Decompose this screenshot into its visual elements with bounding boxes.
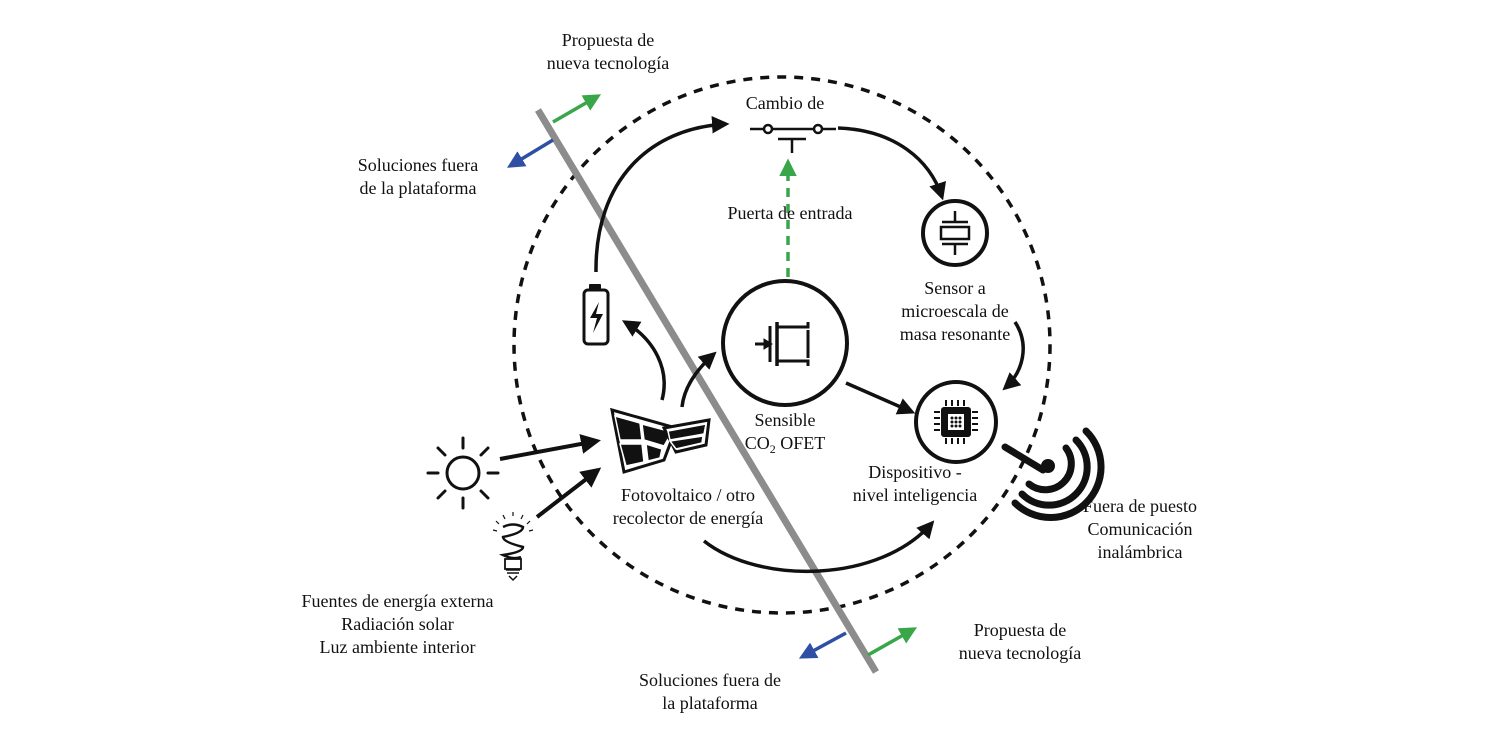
pv-to-battery-arrow — [621, 320, 666, 401]
bottom-off-platform-line-1: Soluciones fuera de — [639, 670, 781, 690]
sensor-to-device-arrow — [1002, 321, 1025, 391]
sun-icon — [426, 436, 500, 510]
bottom-proposal-label: Propuesta de nueva tecnología — [925, 619, 1115, 665]
sensor-label: Sensor a microescala de masa resonante — [865, 277, 1045, 346]
sensor-line-2: microescala de — [901, 301, 1009, 321]
bulb-icon — [492, 512, 534, 582]
sensor-line-3: masa resonante — [899, 324, 1011, 344]
gate-label-text: Puerta de entrada — [727, 203, 853, 223]
device-label: Dispositivo - nivel inteligencia — [815, 461, 1015, 507]
pv-to-ofet-arrow — [680, 351, 717, 408]
wireless-line-1: Fuera de puesto — [1083, 496, 1197, 516]
top-off-platform-line-2: de la plataforma — [359, 178, 477, 198]
top-proposal-arrow — [552, 94, 602, 124]
wireless-line-3: inalámbrica — [1097, 542, 1183, 562]
switch-label-text: Cambio de — [745, 93, 825, 113]
ofet-to-device-arrow — [845, 381, 916, 415]
pv-to-device-arrow — [702, 520, 935, 574]
battery-icon — [582, 284, 610, 346]
ofet-line-2: CO2 OFET — [710, 432, 860, 461]
ofet-label: Sensible CO2 OFET — [710, 409, 860, 461]
wifi-icon — [1001, 427, 1105, 522]
ofet-subscript: 2 — [769, 442, 776, 456]
sources-line-3: Luz ambiente interior — [319, 637, 476, 657]
pv-line-1: Fotovoltaico / otro — [621, 485, 755, 505]
sources-line-1: Fuentes de energía externa — [301, 591, 494, 611]
gate-label: Puerta de entrada — [695, 202, 885, 225]
device-line-2: nivel inteligencia — [852, 485, 978, 505]
bottom-proposal-arrow — [867, 627, 918, 657]
top-off-platform-label: Soluciones fuera de la plataforma — [323, 154, 513, 200]
resonator-icon — [921, 199, 989, 267]
pv-label: Fotovoltaico / otro recolector de energí… — [583, 484, 793, 530]
bottom-off-platform-arrow — [798, 631, 847, 659]
top-proposal-line-2: nueva tecnología — [546, 53, 670, 73]
wireless-line-2: Comunicación — [1087, 519, 1193, 539]
ofet-line-1: Sensible — [754, 410, 816, 430]
bulb-to-pv-arrow — [535, 467, 602, 519]
transistor-icon — [721, 279, 849, 407]
device-line-1: Dispositivo - — [868, 462, 962, 482]
top-off-platform-arrow — [507, 138, 554, 168]
sources-line-2: Radiación solar — [341, 614, 454, 634]
bottom-proposal-line-1: Propuesta de — [973, 620, 1067, 640]
system-boundary — [512, 75, 1052, 615]
bottom-off-platform-label: Soluciones fuera de la plataforma — [605, 669, 815, 715]
top-proposal-label: Propuesta de nueva tecnología — [513, 29, 703, 75]
platform-divider — [535, 108, 879, 674]
switch-label: Cambio de — [700, 92, 870, 115]
battery-to-switch-arrow — [594, 116, 730, 273]
top-proposal-line-1: Propuesta de — [561, 30, 655, 50]
switch-icon — [750, 123, 836, 153]
switch-to-sensor-arrow — [837, 126, 946, 201]
ofet-co: CO — [744, 433, 770, 453]
wireless-label: Fuera de puesto Comunicación inalámbrica — [1045, 495, 1235, 564]
solar-panel-icon — [610, 407, 711, 474]
pv-line-2: recolector de energía — [612, 508, 764, 528]
sun-to-pv-arrow — [499, 434, 601, 461]
bottom-off-platform-line-2: la plataforma — [662, 693, 758, 713]
ofet-rest: OFET — [775, 433, 826, 453]
top-off-platform-line-1: Soluciones fuera — [357, 155, 479, 175]
chip-icon — [914, 380, 998, 464]
sensor-line-1: Sensor a — [924, 278, 986, 298]
sources-label: Fuentes de energía externa Radiación sol… — [270, 590, 525, 659]
bottom-proposal-line-2: nueva tecnología — [958, 643, 1082, 663]
